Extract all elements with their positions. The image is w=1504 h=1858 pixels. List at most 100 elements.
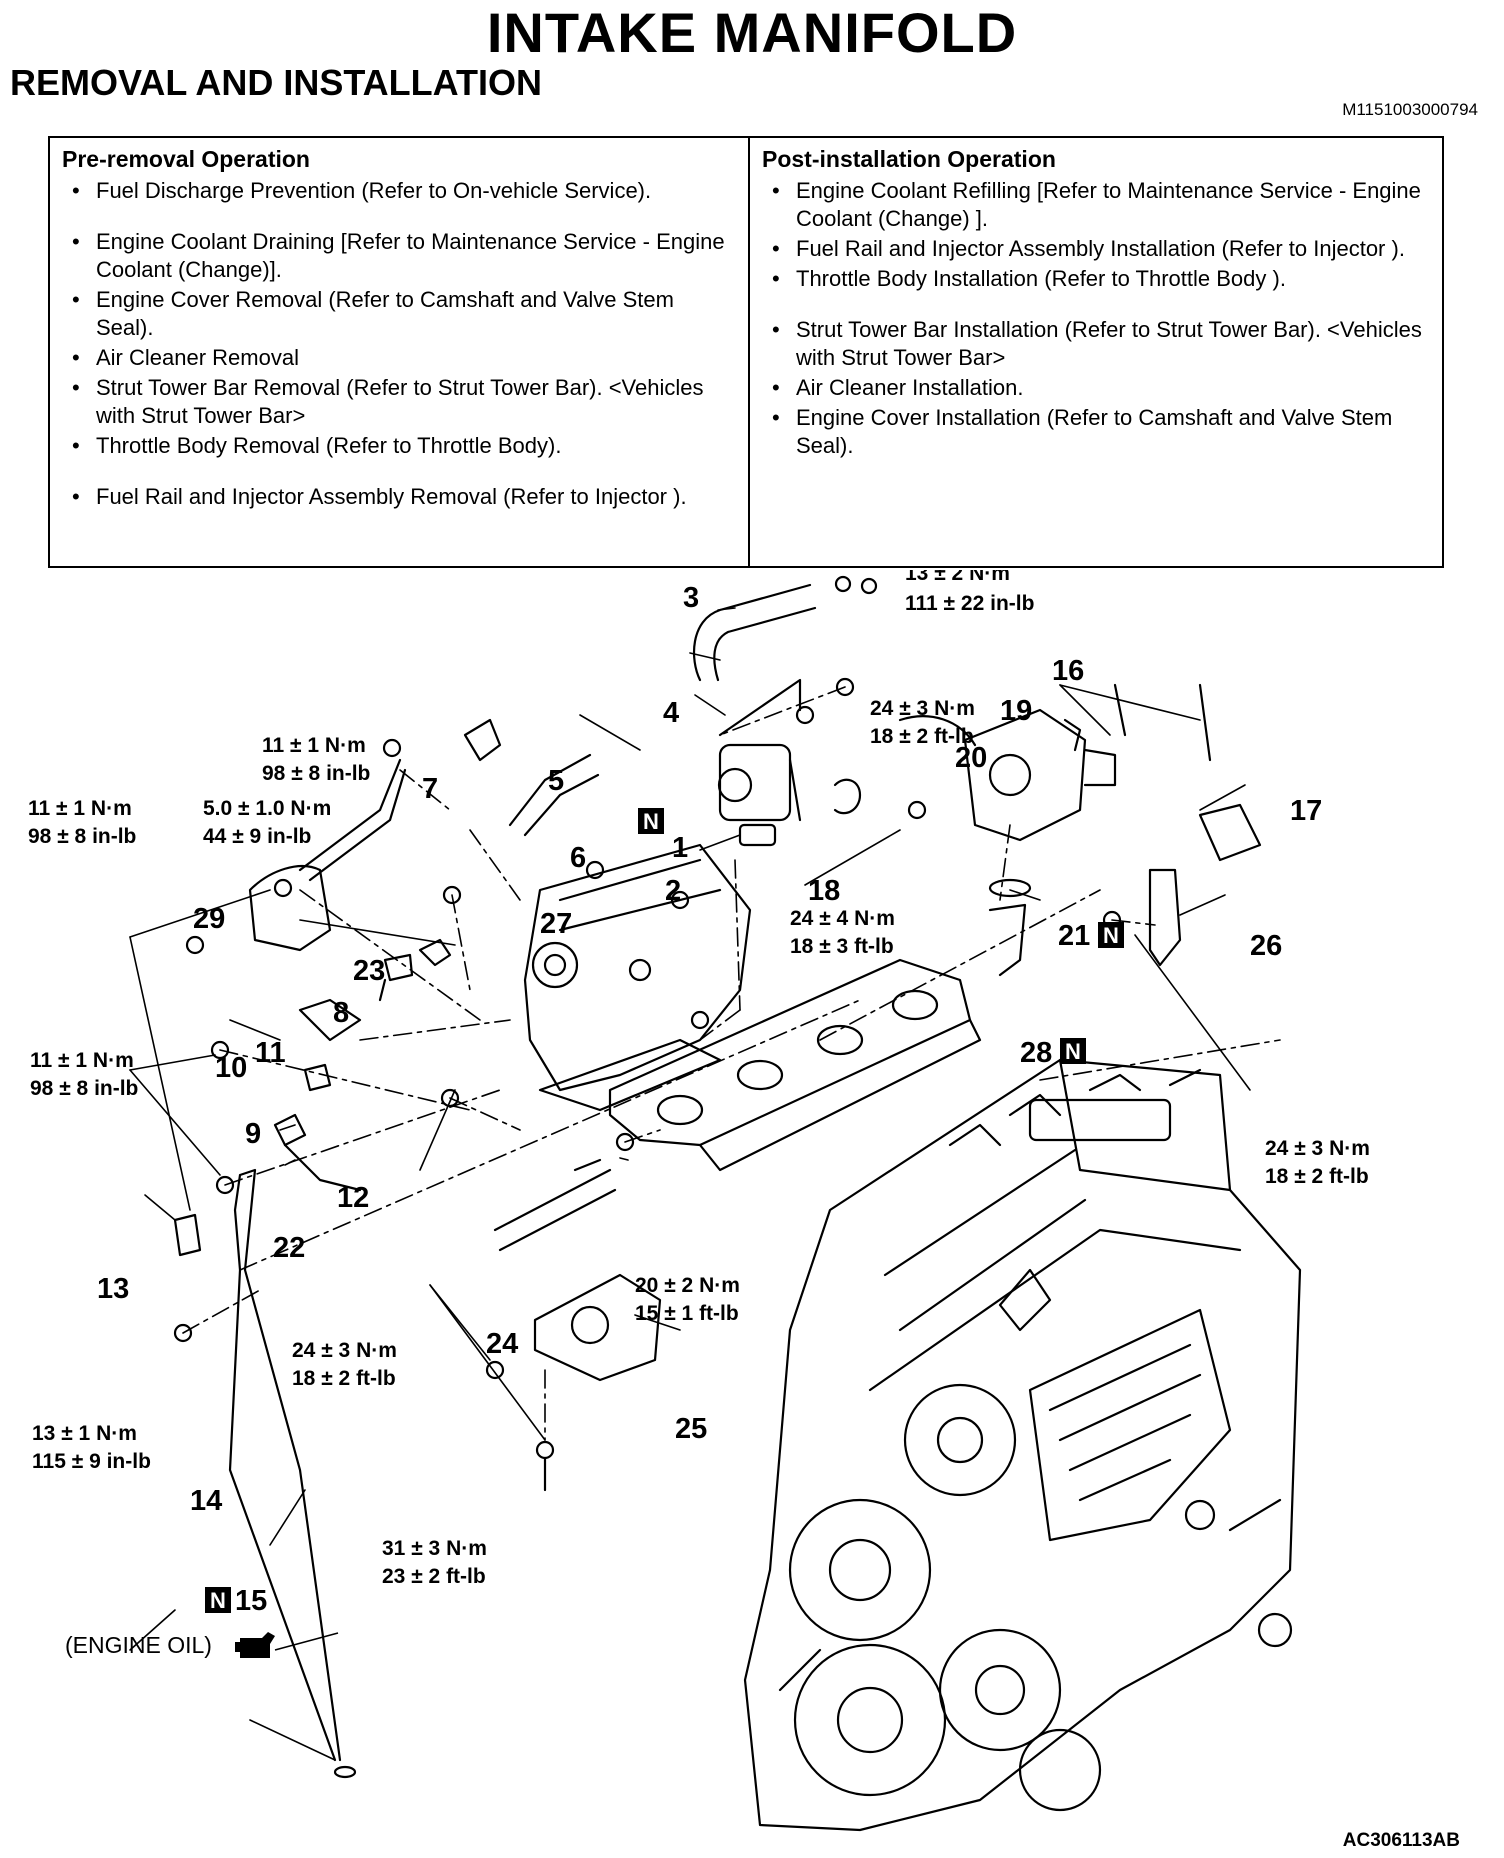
part-label-24: 24 xyxy=(486,1328,518,1360)
torque-24-3-b-imp: 18 ± 2 ft-lb xyxy=(292,1367,396,1390)
torque-13-2-nm: 13 ± 2 N·m xyxy=(905,570,1010,585)
assembly-lines xyxy=(182,686,1281,1441)
harness-part-24 xyxy=(493,1158,617,1252)
torque-5-1-nm: 5.0 ± 1.0 N·m xyxy=(203,797,331,820)
part-label-12: 12 xyxy=(337,1182,369,1214)
bracket-part-26 xyxy=(1148,868,1182,967)
part-label-14: 14 xyxy=(190,1485,222,1517)
torque-24-4-nm: 24 ± 4 N·m xyxy=(790,907,895,930)
hose-part-6 xyxy=(508,753,600,837)
pre-removal-item: Strut Tower Bar Removal (Refer to Strut … xyxy=(62,374,736,430)
post-installation-item: Throttle Body Installation (Refer to Thr… xyxy=(762,265,1430,293)
intake-manifold-body xyxy=(523,843,752,1112)
section-subtitle: REMOVAL AND INSTALLATION xyxy=(10,62,542,103)
torque-11-1-c-imp: 98 ± 8 in-lb xyxy=(30,1077,138,1100)
part-label-11: 11 xyxy=(255,1037,286,1069)
wire-part-22 xyxy=(283,1143,362,1192)
part-label-16: 16 xyxy=(1052,655,1084,687)
part-label-17: 17 xyxy=(1290,795,1322,827)
part-label-15: 15 xyxy=(235,1585,267,1617)
o-ring-part-21 xyxy=(988,878,1032,898)
sensor-part-23 xyxy=(418,938,452,967)
torque-31-3-imp: 23 ± 2 ft-lb xyxy=(382,1565,486,1588)
sensor-part-10 xyxy=(298,998,362,1042)
connector-part-8 xyxy=(378,953,414,1002)
torque-5-1-imp: 44 ± 9 in-lb xyxy=(203,825,311,848)
part-label-5: 5 xyxy=(548,765,564,797)
page-title: INTAKE MANIFOLD xyxy=(486,1,1018,64)
torque-11-1-a-nm: 11 ± 1 N·m xyxy=(262,734,366,757)
torque-31-3-nm: 31 ± 3 N·m xyxy=(382,1537,487,1560)
part-label-20: 20 xyxy=(955,742,987,774)
part-label-25: 25 xyxy=(675,1413,707,1445)
torque-20-2-imp: 15 ± 1 ft-lb xyxy=(635,1302,739,1325)
post-installation-list: Engine Coolant Refilling [Refer to Maint… xyxy=(762,177,1430,460)
torque-11-1-b-imp: 98 ± 8 in-lb xyxy=(28,825,136,848)
torque-24-3-b-nm: 24 ± 3 N·m xyxy=(292,1339,397,1362)
svg-text:N: N xyxy=(1065,1039,1081,1064)
water-outlet-housing xyxy=(898,708,1117,842)
torque-24-4-imp: 18 ± 3 ft-lb xyxy=(790,935,894,958)
pre-removal-item: Fuel Discharge Prevention (Refer to On-v… xyxy=(62,177,736,205)
svg-text:N: N xyxy=(643,809,659,834)
torque-13-2-imp: 111 ± 22 in-lb xyxy=(905,592,1034,615)
post-installation-item: Engine Coolant Refilling [Refer to Maint… xyxy=(762,177,1430,233)
part-label-28: 28 xyxy=(1020,1037,1052,1069)
operations-table: Pre-removal Operation Fuel Discharge Pre… xyxy=(48,136,1444,568)
o-ring-part-15 xyxy=(333,1765,357,1779)
pre-removal-list: Fuel Discharge Prevention (Refer to On-v… xyxy=(62,177,736,511)
part-label-18: 18 xyxy=(808,875,840,907)
part-label-9: 9 xyxy=(245,1118,261,1150)
post-installation-item: Engine Cover Installation (Refer to Cams… xyxy=(762,404,1430,460)
hose-part-3 xyxy=(692,583,817,682)
pipe-part-18 xyxy=(833,778,862,815)
pre-removal-heading: Pre-removal Operation xyxy=(62,146,310,172)
post-installation-item: Air Cleaner Installation. xyxy=(762,374,1430,402)
pre-removal-item: Fuel Rail and Injector Assembly Removal … xyxy=(62,483,736,511)
pre-removal-item: Engine Coolant Draining [Refer to Mainte… xyxy=(62,228,736,284)
engine-assembly xyxy=(743,1058,1302,1832)
torque-13-1-imp: 115 ± 9 in-lb xyxy=(32,1450,151,1473)
connector-part-9 xyxy=(303,1063,332,1092)
torque-24-3-c-nm: 24 ± 3 N·m xyxy=(1265,1137,1370,1160)
part-label-6: 6 xyxy=(570,842,586,874)
pre-removal-item: Throttle Body Removal (Refer to Throttle… xyxy=(62,432,736,460)
post-installation-column: Post-installation Operation Engine Coola… xyxy=(750,138,1442,566)
post-installation-item: Fuel Rail and Injector Assembly Installa… xyxy=(762,235,1430,263)
connector-part-19 xyxy=(1063,718,1082,752)
document-id: M1151003000794 xyxy=(1342,100,1478,119)
figure-code: AC306113AB xyxy=(1342,1830,1460,1851)
air-hose-part-17 xyxy=(1198,803,1262,862)
part-label-7: 7 xyxy=(422,773,438,805)
pre-removal-column: Pre-removal Operation Fuel Discharge Pre… xyxy=(50,138,750,566)
harness-wire-part-29 xyxy=(298,758,407,882)
svg-text:N: N xyxy=(1103,923,1119,948)
torque-20-2-nm: 20 ± 2 N·m xyxy=(635,1274,740,1297)
new-part-marker-icon: N N N N xyxy=(205,808,1124,1613)
part-label-27: 27 xyxy=(540,908,572,940)
bracket-part-7 xyxy=(463,718,502,762)
part-label-2: 2 xyxy=(665,875,681,907)
bracket-hole xyxy=(570,1305,610,1345)
part-label-3: 3 xyxy=(683,582,699,614)
part-label-26: 26 xyxy=(1250,930,1282,962)
oil-can-icon xyxy=(235,1632,275,1658)
part-label-8: 8 xyxy=(333,997,349,1029)
part-label-13: 13 xyxy=(97,1273,129,1305)
torque-11-1-a-imp: 98 ± 8 in-lb xyxy=(262,762,370,785)
engine-oil-label: (ENGINE OIL) xyxy=(65,1632,212,1658)
part-label-4: 4 xyxy=(663,697,679,729)
svg-text:N: N xyxy=(210,1588,226,1613)
torque-24-3-a-imp: 18 ± 2 ft-lb xyxy=(870,725,974,748)
part-label-21: 21 xyxy=(1058,920,1090,952)
wiring-part-16 xyxy=(1113,683,1212,762)
post-installation-heading: Post-installation Operation xyxy=(762,146,1056,172)
hose-part-21 xyxy=(988,903,1027,977)
part-label-22: 22 xyxy=(273,1232,305,1264)
post-installation-item: Strut Tower Bar Installation (Refer to S… xyxy=(762,316,1430,372)
pre-removal-item: Air Cleaner Removal xyxy=(62,344,736,372)
torque-11-1-c-nm: 11 ± 1 N·m xyxy=(30,1049,134,1072)
clip-part-13 xyxy=(173,1213,202,1257)
part-label-10: 10 xyxy=(215,1052,247,1084)
torque-24-3-c-imp: 18 ± 2 ft-lb xyxy=(1265,1165,1369,1188)
